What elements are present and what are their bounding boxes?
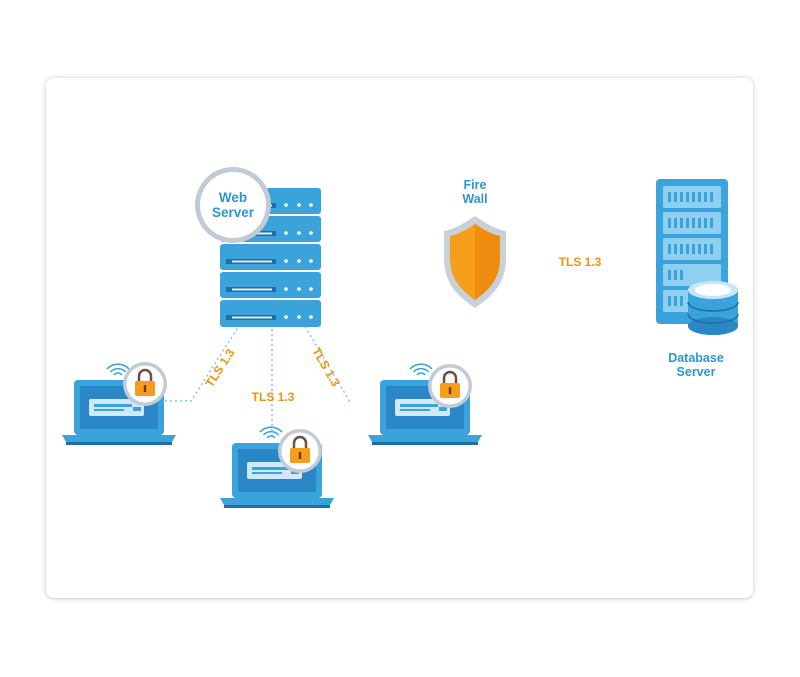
database-cylinder-icon [687,281,739,335]
database-server-label: Database Server [668,351,724,379]
diagram-card [46,78,753,598]
connection-right [299,317,351,403]
database-server-icon [656,179,739,335]
laptop-left [62,360,176,445]
laptop-right [368,362,482,445]
firewall-shield-icon [444,216,506,308]
web-server-badge [195,167,271,243]
tls-label-middle: TLS 1.3 [251,390,295,404]
web-server-label: Web Server [211,190,255,220]
connection-left [165,317,245,402]
tls-label-firewall-database: TLS 1.3 [558,255,602,269]
firewall-label: Fire Wall [462,178,488,206]
connection-lines [165,317,351,436]
laptop-middle [220,426,334,508]
